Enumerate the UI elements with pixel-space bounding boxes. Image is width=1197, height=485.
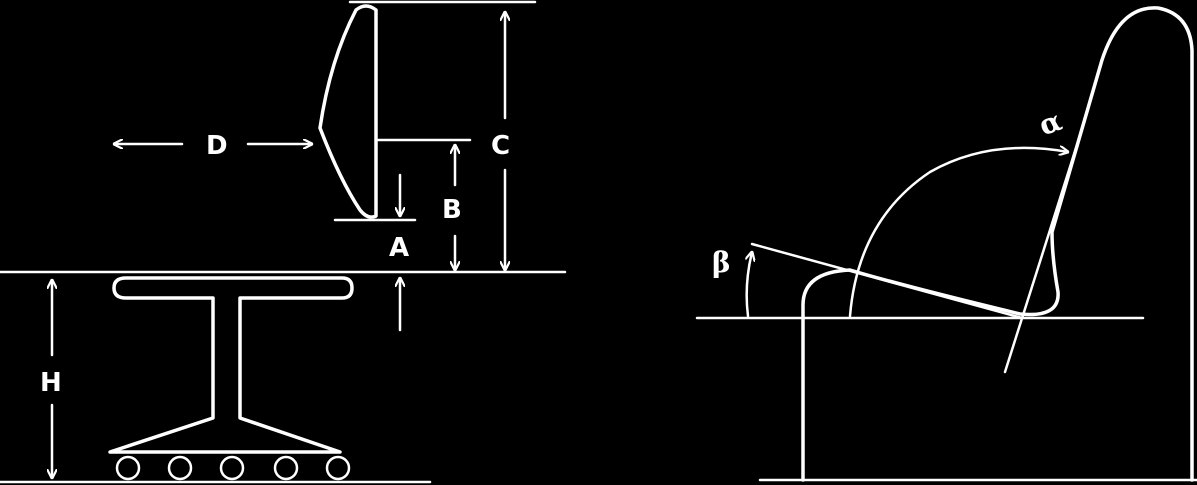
seat-angle-line	[750, 242, 1024, 320]
wheel	[167, 455, 193, 481]
wheel	[219, 455, 245, 481]
seat-shape	[108, 276, 354, 454]
label-c: C	[491, 131, 510, 161]
backrest-angle-line	[1003, 146, 1078, 374]
label-d: D	[206, 131, 228, 161]
label-alpha: α	[1035, 104, 1067, 142]
alpha-angle-arc	[848, 148, 1068, 318]
label-h: H	[40, 368, 62, 398]
wheel	[325, 455, 351, 481]
label-beta: β	[712, 246, 731, 279]
right-figure: β α	[695, 6, 1197, 482]
wheel	[273, 455, 299, 481]
armchair-outline	[801, 6, 1194, 482]
left-figure: C B A D H	[0, 0, 567, 484]
label-b: B	[442, 195, 462, 225]
backrest-shape	[318, 4, 378, 219]
label-a: A	[389, 233, 409, 263]
beta-angle-arc	[747, 252, 752, 318]
chair-wheels	[115, 455, 351, 481]
wheel	[115, 455, 141, 481]
